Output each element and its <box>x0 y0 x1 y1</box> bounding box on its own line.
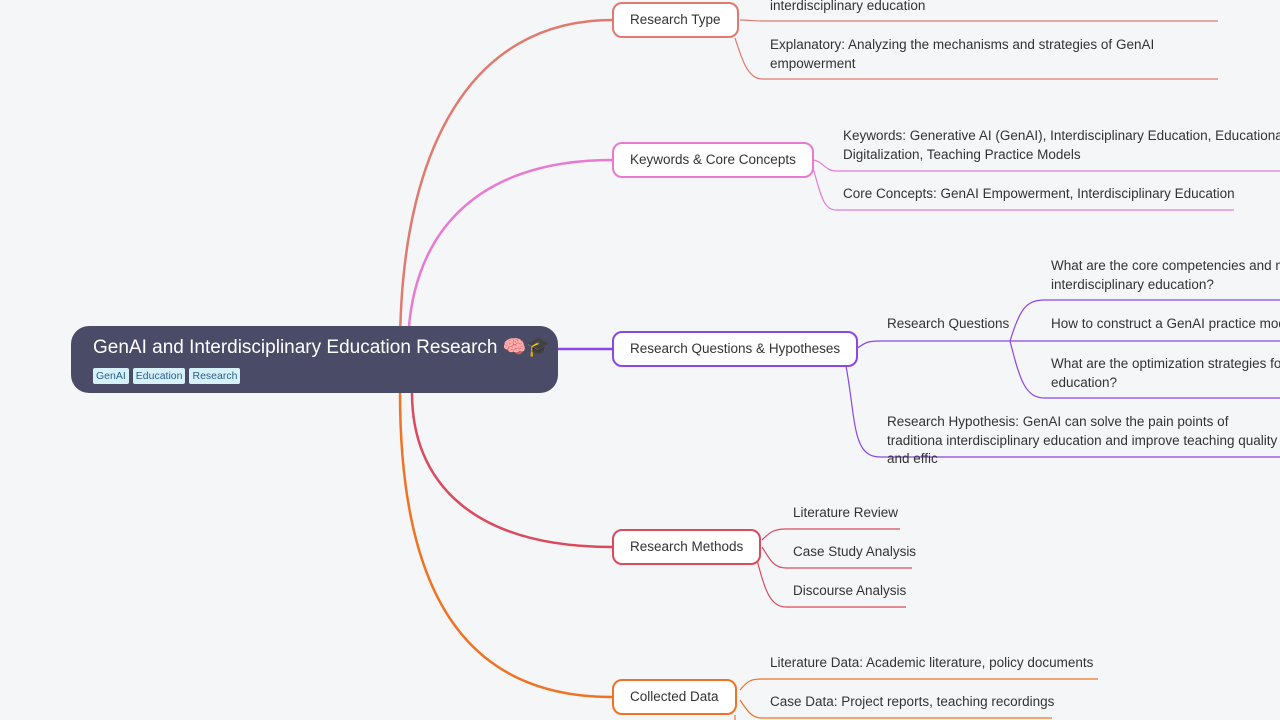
link-q-item3 <box>1009 340 1280 399</box>
link-m-leaf1 <box>761 528 900 541</box>
tag-education[interactable]: Education <box>132 368 186 384</box>
branch-data[interactable]: Collected Data <box>612 679 737 715</box>
subnode-research-questions[interactable]: Research Questions <box>887 316 1010 331</box>
root-node[interactable]: GenAI and Interdisciplinary Education Re… <box>71 326 558 393</box>
link-q-sub <box>855 340 1010 350</box>
branch-questions[interactable]: Research Questions & Hypotheses <box>612 331 859 367</box>
leaf-keywords-2[interactable]: Core Concepts: GenAI Empowerment, Interd… <box>843 186 1235 201</box>
tag-research[interactable]: Research <box>189 368 241 384</box>
leaf-method-3[interactable]: Discourse Analysis <box>793 583 907 598</box>
link-m-leaf3 <box>756 559 906 608</box>
branch-keywords[interactable]: Keywords & Core Concepts <box>612 142 814 178</box>
link-kw-leaf1 <box>811 159 1280 172</box>
link-q-hyp <box>845 365 1280 458</box>
link-methods <box>410 392 613 549</box>
link-kw-leaf2 <box>811 164 1234 211</box>
leaf-data-2[interactable]: Case Data: Project reports, teaching rec… <box>770 694 1055 709</box>
link-data <box>398 392 613 699</box>
leaf-research-type-1[interactable]: interdisciplinary education <box>770 0 926 13</box>
leaf-question-3[interactable]: What are the optimization strategies fo … <box>1051 356 1280 390</box>
link-d-leaf1 <box>739 678 1098 691</box>
leaf-method-1[interactable]: Literature Review <box>793 505 899 520</box>
tag-list: GenAI Education Research <box>93 368 536 384</box>
link-m-leaf2 <box>761 546 912 569</box>
root-title: GenAI and Interdisciplinary Education Re… <box>93 337 551 358</box>
leaf-keywords-1[interactable]: Keywords: Generative AI (GenAI), Interdi… <box>843 128 1280 162</box>
branch-methods[interactable]: Research Methods <box>612 529 762 565</box>
leaf-question-2[interactable]: How to construct a GenAI practice mod <box>1051 316 1280 331</box>
link-q-item1 <box>1009 299 1280 342</box>
leaf-method-2[interactable]: Case Study Analysis <box>793 544 917 559</box>
link-research-type <box>398 18 613 351</box>
leaf-data-1[interactable]: Literature Data: Academic literature, po… <box>770 655 1094 670</box>
leaf-research-type-2[interactable]: Explanatory: Analyzing the mechanisms an… <box>770 37 1155 71</box>
link-rt-leaf2 <box>734 37 1218 80</box>
leaf-hypothesis[interactable]: Research Hypothesis: GenAI can solve the… <box>887 414 1278 466</box>
branch-research-type[interactable]: Research Type <box>612 2 739 38</box>
tag-genai[interactable]: GenAI <box>93 368 129 384</box>
link-rt-leaf1 <box>739 19 1218 22</box>
link-d-leaf2 <box>739 699 1052 719</box>
link-keywords <box>406 158 613 351</box>
leaf-question-1[interactable]: What are the core competencies and m int… <box>1051 258 1280 292</box>
